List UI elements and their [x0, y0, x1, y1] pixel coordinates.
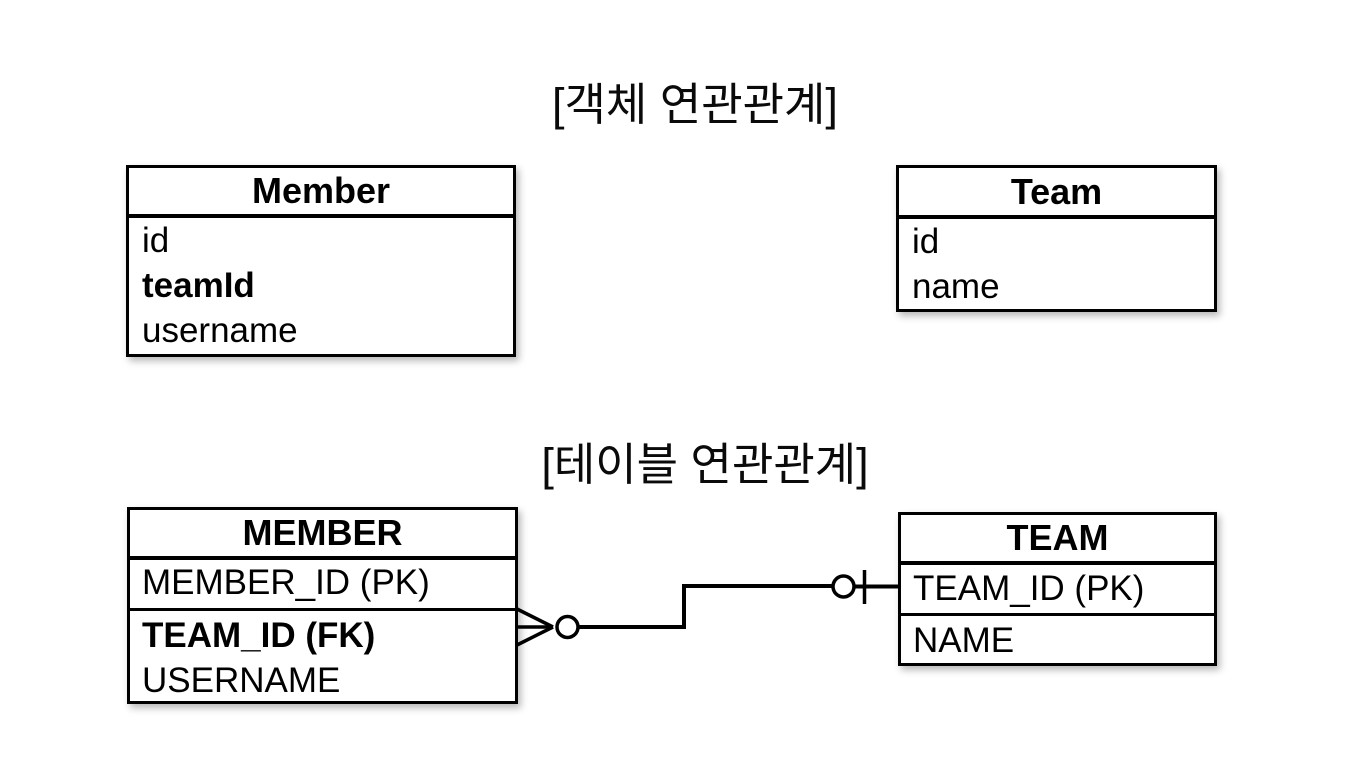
member-pk-row: MEMBER_ID (PK): [130, 560, 515, 611]
field-id: id: [142, 221, 170, 260]
member-entity-header: Member: [129, 168, 513, 218]
field-teamid: teamId: [142, 266, 255, 305]
team-name-row: NAME: [913, 621, 1015, 660]
team-pk-row: TEAM_ID (PK): [901, 565, 1214, 616]
member-entity-fields: id teamId username: [129, 218, 513, 353]
connector-path: [578, 584, 833, 629]
team-entity-box: Team id name: [896, 165, 1217, 312]
team-entity-fields: id name: [899, 219, 1214, 309]
member-fk-row: TEAM_ID (FK): [142, 616, 376, 655]
member-username-row: USERNAME: [142, 661, 341, 700]
field-username: username: [142, 311, 298, 350]
object-relation-title: [객체 연관관계]: [552, 79, 838, 130]
member-entity-box: Member id teamId username: [126, 165, 516, 357]
team-table-box: TEAM TEAM_ID (PK) NAME: [898, 512, 1217, 666]
member-table-box: MEMBER MEMBER_ID (PK) TEAM_ID (FK) USERN…: [127, 507, 518, 704]
team-entity-header: Team: [899, 168, 1214, 219]
zero-circle-team-icon: [831, 574, 856, 599]
member-table-rows: TEAM_ID (FK) USERNAME: [130, 611, 515, 703]
team-table-header: TEAM: [901, 515, 1214, 565]
field-name: name: [912, 267, 1000, 306]
member-table-header: MEMBER: [130, 510, 515, 560]
crow-foot-many-icon: [516, 607, 554, 647]
zero-circle-member-icon: [555, 614, 580, 640]
table-relation-title: [테이블 연관관계]: [541, 439, 869, 490]
field-id: id: [912, 222, 940, 261]
